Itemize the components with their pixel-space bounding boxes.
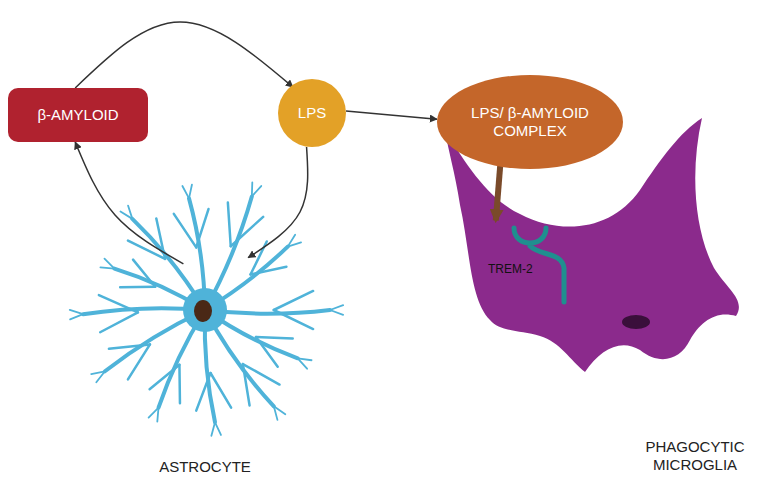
shape-fill	[278, 79, 346, 147]
astrocyte-branch	[133, 260, 155, 287]
arrow-connector	[248, 147, 308, 258]
astrocyte-branch	[211, 422, 215, 436]
astrocyte-branch	[70, 310, 83, 314]
node-text: LPS/ β-AMYLOID COMPLEX	[465, 104, 595, 140]
astrocyte-branch	[330, 310, 343, 315]
node-text: LPS	[298, 104, 326, 122]
astrocyte-branch	[104, 259, 114, 269]
astrocyte-branch	[91, 371, 105, 374]
astrocyte-branch	[256, 337, 293, 338]
astrocyte-branch	[128, 206, 132, 219]
astrocyte-branch	[128, 344, 150, 379]
astrocyte-branch	[215, 422, 221, 435]
astrocyte-branch	[252, 186, 261, 196]
astrocyte-branch	[196, 373, 210, 411]
astrocyte-branch	[150, 365, 180, 389]
astrocyte-branch	[174, 214, 196, 247]
astrocyte-branch	[298, 358, 307, 368]
cell-figure: ASTROCYTE	[70, 172, 340, 478]
astrocyte-branch	[256, 337, 278, 367]
astrocyte-nucleus	[194, 300, 212, 322]
astrocyte-branch	[231, 217, 263, 246]
astrocyte-branch	[228, 203, 231, 247]
astrocyte-branch	[189, 185, 192, 199]
complex-ellipse: LPS/ β-AMYLOID COMPLEX	[437, 75, 623, 169]
cell-figure: PHAGOCYTIC MICROGLIA	[440, 116, 750, 476]
box-fill	[8, 88, 148, 142]
astrocyte-branch	[99, 295, 138, 312]
astrocyte-body	[183, 288, 227, 332]
molecule-circle: LPS	[278, 79, 346, 147]
astrocyte-branch	[243, 364, 280, 385]
astrocyte-branch	[120, 286, 155, 289]
astrocyte-branch	[274, 291, 313, 310]
astrocyte-branch	[251, 267, 287, 275]
astrocyte-branch	[109, 344, 150, 348]
arrow-connector	[346, 111, 437, 119]
arrow-connector	[75, 142, 183, 264]
node-text: ASTROCYTE	[159, 458, 251, 476]
astrocyte-branch	[330, 305, 343, 310]
astrocyte-branch	[288, 242, 301, 246]
astrocyte-branch	[196, 209, 208, 247]
astrocyte-branch	[182, 186, 189, 198]
astrocyte-branch	[178, 365, 181, 403]
node-text: β-AMYLOID	[37, 106, 118, 124]
shape-fill	[437, 75, 623, 169]
astrocyte-cell	[70, 182, 343, 435]
node-text: PHAGOCYTIC MICROGLIA	[620, 438, 765, 474]
astrocyte-branch	[100, 312, 138, 332]
arrow-connector	[496, 165, 500, 220]
process-box: β-AMYLOID	[8, 88, 148, 142]
astrocyte-branch	[70, 314, 83, 319]
astrocyte-branch	[274, 310, 313, 329]
microglia-nucleus	[622, 315, 650, 329]
receptor-label: TREM-2	[488, 262, 533, 276]
arrow-connector	[75, 22, 293, 88]
astrocyte-branch	[211, 373, 232, 408]
astrocyte-branch	[274, 406, 278, 420]
astrocyte-branch	[243, 364, 250, 405]
astrocyte-branch	[149, 408, 159, 418]
